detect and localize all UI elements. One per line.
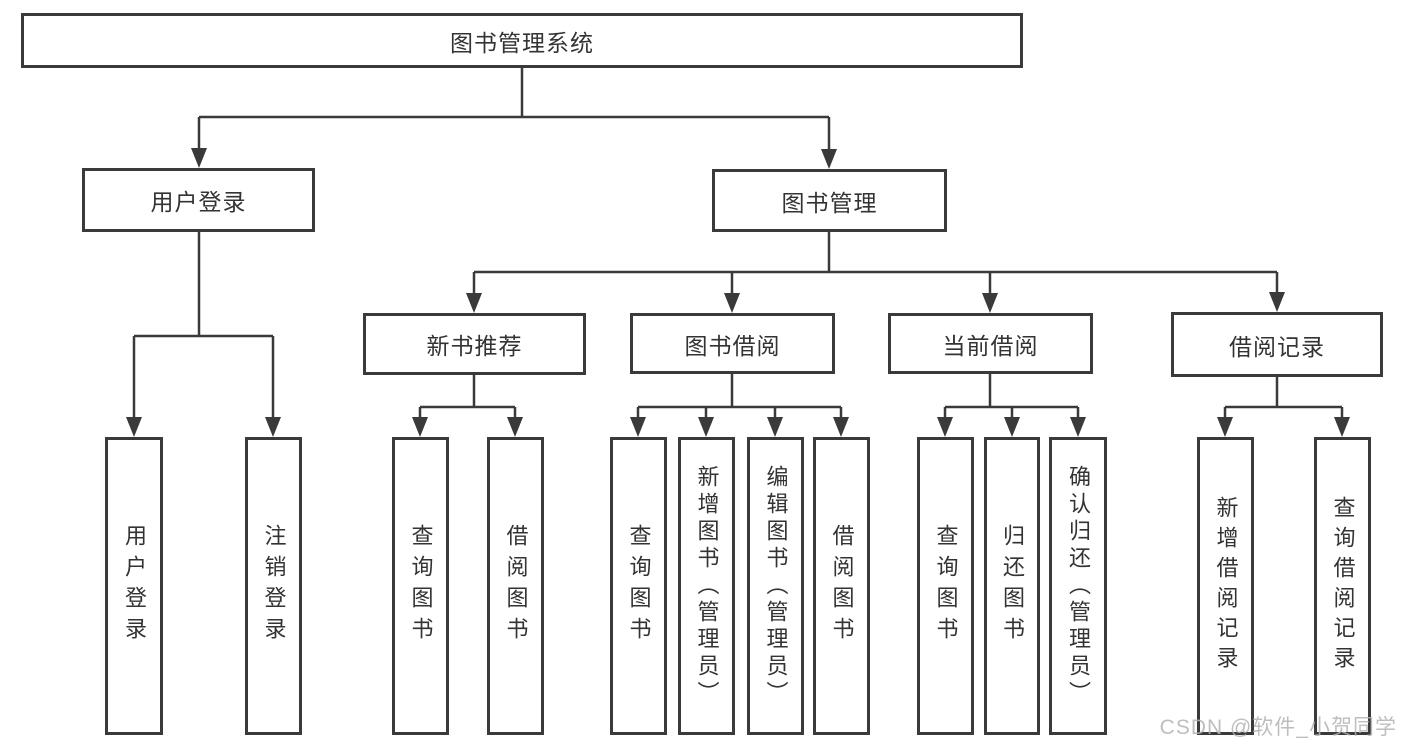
node-new-book-recommend: 新书推荐	[363, 313, 586, 375]
node-user-login: 用户登录	[82, 168, 315, 232]
csdn-watermark: CSDN @软件_小贺同学	[1159, 716, 1397, 739]
leaf-user-login: 用户登录	[105, 437, 163, 735]
leaf-add-book-admin: 新增图书（管理员）	[678, 437, 735, 735]
leaf-borrow-books-recommend: 借阅图书	[487, 437, 544, 735]
node-borrowing-records: 借阅记录	[1171, 312, 1383, 377]
node-root: 图书管理系统	[21, 13, 1023, 68]
leaf-logout: 注销登录	[245, 437, 302, 735]
leaf-borrow-books-recommend-label: 借阅图书	[503, 524, 529, 648]
leaf-add-borrow-record: 新增借阅记录	[1197, 437, 1254, 735]
node-book-borrowing: 图书借阅	[630, 313, 835, 374]
leaf-user-login-label: 用户登录	[122, 524, 147, 648]
leaf-query-borrow-record: 查询借阅记录	[1314, 437, 1371, 735]
leaf-confirm-return-admin: 确认归还（管理员）	[1049, 437, 1107, 735]
leaf-query-books-current-label: 查询图书	[933, 524, 959, 648]
leaf-edit-book-admin: 编辑图书（管理员）	[747, 437, 804, 735]
leaf-return-books: 归还图书	[984, 437, 1040, 735]
leaf-query-books-borrowing: 查询图书	[610, 437, 667, 735]
leaf-query-books-borrowing-label: 查询图书	[626, 524, 652, 648]
leaf-query-borrow-record-label: 查询借阅记录	[1330, 496, 1356, 676]
leaf-confirm-return-admin-label: 确认归还（管理员）	[1066, 464, 1091, 708]
leaf-query-books-recommend-label: 查询图书	[408, 524, 434, 648]
leaf-logout-label: 注销登录	[261, 524, 287, 648]
leaf-borrow-books-borrowing-label: 借阅图书	[829, 524, 855, 648]
leaf-return-books-label: 归还图书	[1000, 524, 1025, 648]
leaf-add-book-admin-label: 新增图书（管理员）	[694, 464, 720, 708]
node-current-borrowing: 当前借阅	[888, 313, 1093, 374]
node-book-management: 图书管理	[712, 169, 947, 232]
leaf-query-books-recommend: 查询图书	[392, 437, 449, 735]
leaf-query-books-current: 查询图书	[917, 437, 974, 735]
leaf-edit-book-admin-label: 编辑图书（管理员）	[763, 464, 789, 708]
leaf-borrow-books-borrowing: 借阅图书	[813, 437, 870, 735]
arrowheads	[126, 148, 1350, 437]
leaf-add-borrow-record-label: 新增借阅记录	[1213, 496, 1239, 676]
